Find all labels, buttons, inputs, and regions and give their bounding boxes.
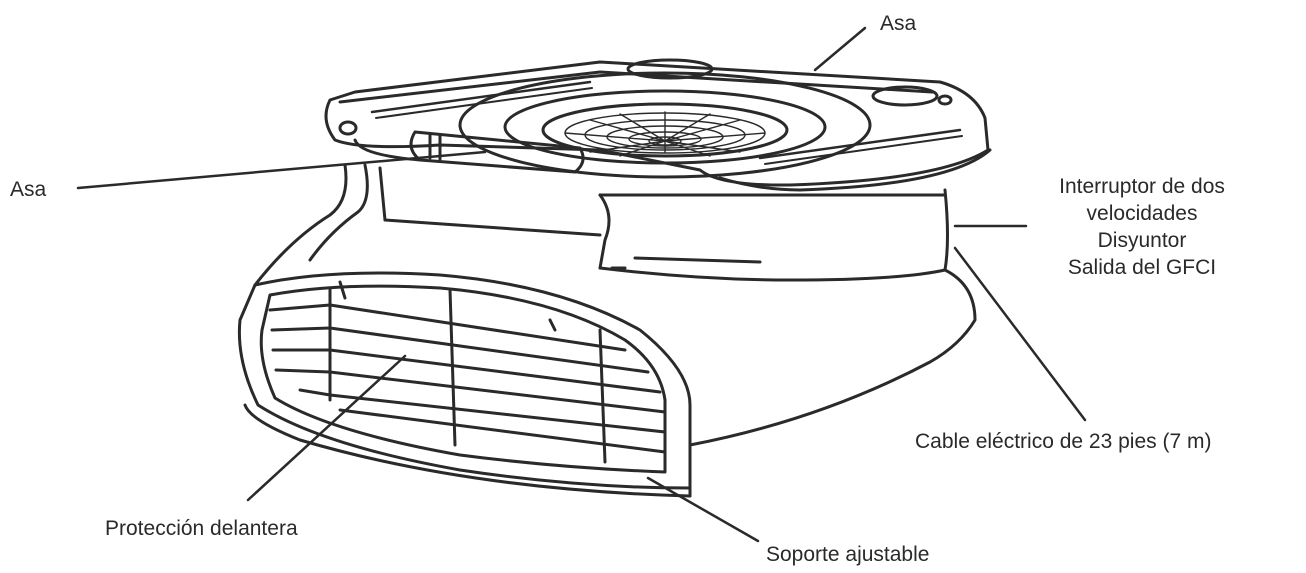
body-shell — [253, 163, 977, 447]
leader-lines — [76, 26, 1087, 543]
leader-line-power-cord — [953, 246, 1087, 422]
label-handle-top: Asa — [880, 12, 917, 35]
fan-intake — [458, 71, 872, 179]
label-switch-line-3: Disyuntor — [1097, 229, 1187, 252]
label-switch-line-2: velocidades — [1086, 202, 1198, 225]
label-switch-line-4: Salida del GFCI — [1067, 256, 1217, 279]
leader-line-handle-top — [813, 26, 867, 72]
label-adjustable-stand: Soporte ajustable — [766, 543, 930, 566]
front-guard-grille — [237, 271, 692, 490]
label-power-cord: Cable eléctrico de 23 pies (7 m) — [915, 430, 1212, 453]
leader-line-stand — [646, 476, 760, 543]
label-switch-line-1: Interruptor de dos — [1059, 175, 1225, 198]
label-handle-left: Asa — [10, 178, 47, 201]
front-handle — [409, 130, 585, 174]
stand-base — [243, 403, 692, 498]
leader-line-front-guard — [246, 354, 407, 502]
leader-line-handle-left — [76, 150, 487, 190]
label-switch-block: Interruptor de dos velocidades Disyuntor… — [1022, 173, 1262, 281]
top-deck — [324, 58, 992, 192]
label-front-guard: Protección delantera — [105, 517, 298, 540]
